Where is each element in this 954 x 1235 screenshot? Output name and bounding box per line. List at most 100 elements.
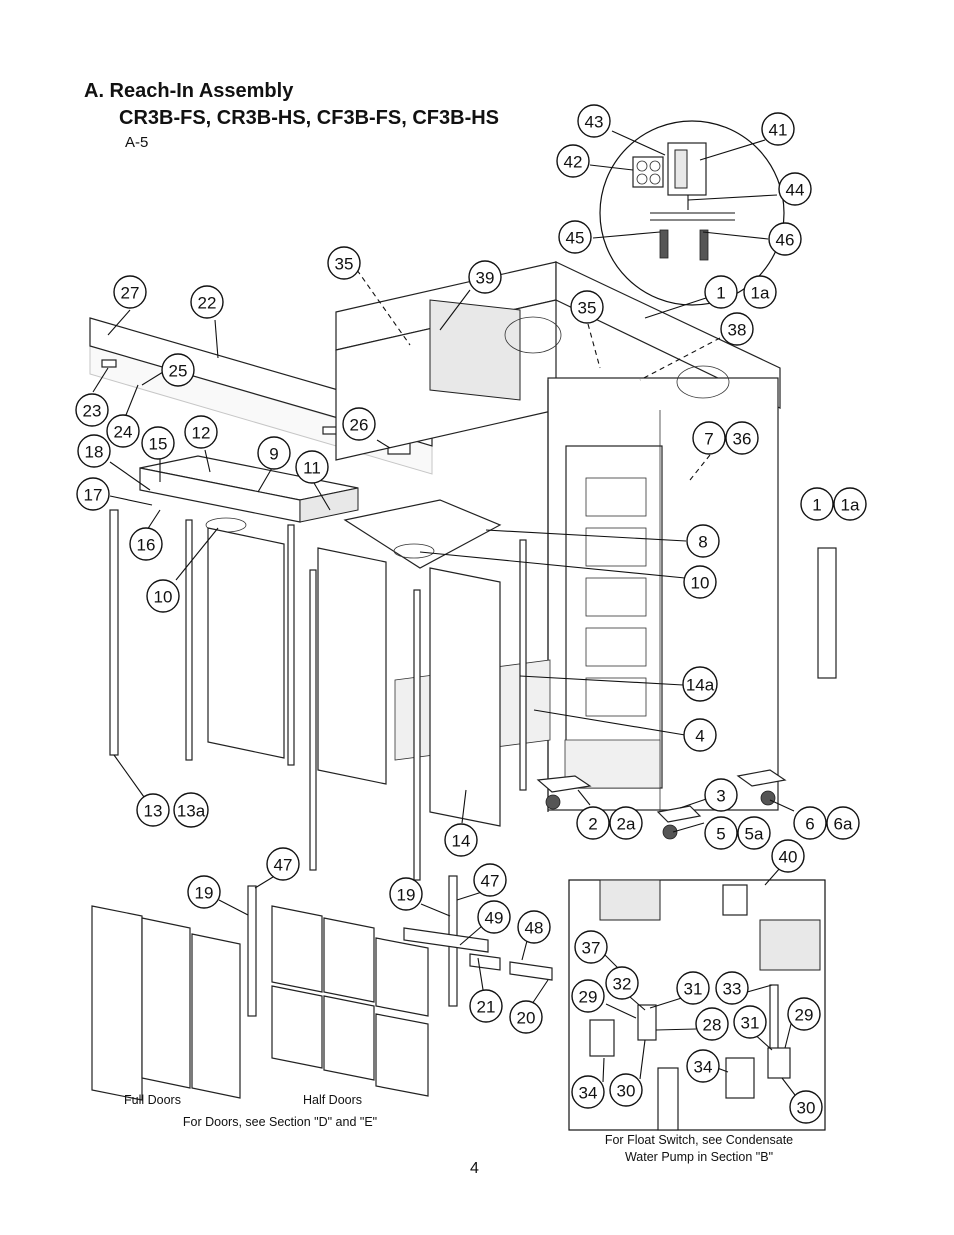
callout-label: 5a	[745, 825, 764, 844]
callout-label: 30	[797, 1099, 816, 1118]
pilasters	[109, 509, 527, 881]
callout-label: 14	[452, 832, 471, 851]
callout-label: 46	[776, 231, 795, 250]
callout-10: 10	[683, 565, 717, 599]
callout-label: 11	[303, 459, 321, 478]
callout-24: 24	[106, 414, 140, 448]
callout-label: 40	[779, 848, 798, 867]
callout-27: 27	[113, 275, 147, 309]
callout-31: 31	[676, 971, 710, 1005]
callout-label: 30	[617, 1082, 636, 1101]
callout-16: 16	[129, 527, 163, 561]
callout-label: 14a	[686, 676, 715, 695]
callout-label: 9	[269, 445, 278, 464]
callout-label: 45	[566, 229, 585, 248]
callout-26: 26	[342, 407, 376, 441]
callout-38: 38	[720, 312, 754, 346]
callout-label: 47	[481, 872, 500, 891]
callout-30: 30	[789, 1090, 823, 1124]
callout-22: 22	[190, 285, 224, 319]
callout-label: 31	[684, 980, 703, 999]
model-list: CR3B-FS, CR3B-HS, CF3B-FS, CF3B-HS	[119, 107, 500, 129]
callout-10: 10	[146, 579, 180, 613]
callout-1a: 1a	[743, 275, 777, 309]
callout-49: 49	[477, 900, 511, 934]
callout-label: 37	[582, 939, 601, 958]
callout-25: 25	[161, 353, 195, 387]
callout-label: 19	[397, 886, 416, 905]
section-title: A. Reach-In Assembly	[84, 80, 294, 102]
callout-28: 28	[695, 1007, 729, 1041]
callout-label: 29	[579, 988, 598, 1007]
callout-label: 13a	[177, 802, 206, 821]
callout-label: 34	[579, 1084, 598, 1103]
callout-19: 19	[389, 877, 423, 911]
electrical-detail-inset	[599, 120, 785, 306]
callout-13: 13	[136, 793, 170, 827]
callout-label: 36	[733, 430, 752, 449]
callout-label: 42	[564, 153, 583, 172]
callout-45: 45	[558, 220, 592, 254]
callout-label: 20	[517, 1009, 536, 1028]
callout-label: 32	[613, 975, 632, 994]
callout-label: 18	[85, 443, 104, 462]
page-number: 4	[470, 1160, 479, 1177]
callout-14a: 14a	[682, 666, 718, 702]
callout-48: 48	[517, 910, 551, 944]
callout-5: 5	[704, 816, 738, 850]
callout-label: 28	[703, 1016, 722, 1035]
callout-label: 43	[585, 113, 604, 132]
callout-37: 37	[574, 930, 608, 964]
callout-label: 23	[83, 402, 102, 421]
callout-41: 41	[761, 112, 795, 146]
callout-44: 44	[778, 172, 812, 206]
callout-label: 21	[477, 998, 496, 1017]
callout-1: 1	[800, 487, 834, 521]
callout-label: 41	[769, 121, 788, 140]
callout-label: 4	[695, 727, 704, 746]
callout-label: 39	[476, 269, 495, 288]
baffle-panels	[207, 527, 501, 827]
casters	[536, 769, 787, 840]
callout-label: 16	[137, 536, 156, 555]
callout-label: 2	[588, 815, 597, 834]
callout-23: 23	[75, 393, 109, 427]
callout-label: 6	[805, 815, 814, 834]
callout-label: 19	[195, 884, 214, 903]
float-switch-note-line2: Water Pump in Section "B"	[624, 1150, 774, 1164]
callout-1a: 1a	[833, 487, 867, 521]
callout-1: 1	[704, 275, 738, 309]
callout-label: 47	[274, 856, 293, 875]
doors-section-note: For Doors, see Section "D" and "E"	[182, 1115, 378, 1129]
callout-label: 35	[578, 299, 597, 318]
callout-label: 38	[728, 321, 747, 340]
callout-label: 1a	[841, 496, 860, 515]
callout-43: 43	[577, 104, 611, 138]
callout-label: 49	[485, 909, 504, 928]
callout-47: 47	[473, 863, 507, 897]
callout-17: 17	[76, 477, 110, 511]
full-doors-caption: Full Doors	[124, 1093, 181, 1107]
figure-id: A-5	[125, 134, 149, 151]
callout-9: 9	[257, 436, 291, 470]
callout-label: 7	[704, 430, 713, 449]
callout-34: 34	[571, 1075, 605, 1109]
callout-label: 24	[114, 423, 133, 442]
callout-35: 35	[327, 246, 361, 280]
callout-label: 22	[198, 294, 217, 313]
float-switch-note-line1: For Float Switch, see Condensate	[604, 1133, 794, 1147]
side-trim-panel	[817, 547, 837, 679]
callout-label: 29	[795, 1006, 814, 1025]
callout-21: 21	[469, 989, 503, 1023]
door-assemblies	[91, 875, 553, 1101]
callout-20: 20	[509, 1000, 543, 1034]
callout-14: 14	[444, 823, 478, 857]
callout-35: 35	[570, 290, 604, 324]
callout-32: 32	[605, 966, 639, 1000]
callout-11: 11	[295, 450, 329, 484]
callout-46: 46	[768, 222, 802, 256]
callout-label: 1	[812, 496, 821, 515]
callout-7: 7	[692, 421, 726, 455]
